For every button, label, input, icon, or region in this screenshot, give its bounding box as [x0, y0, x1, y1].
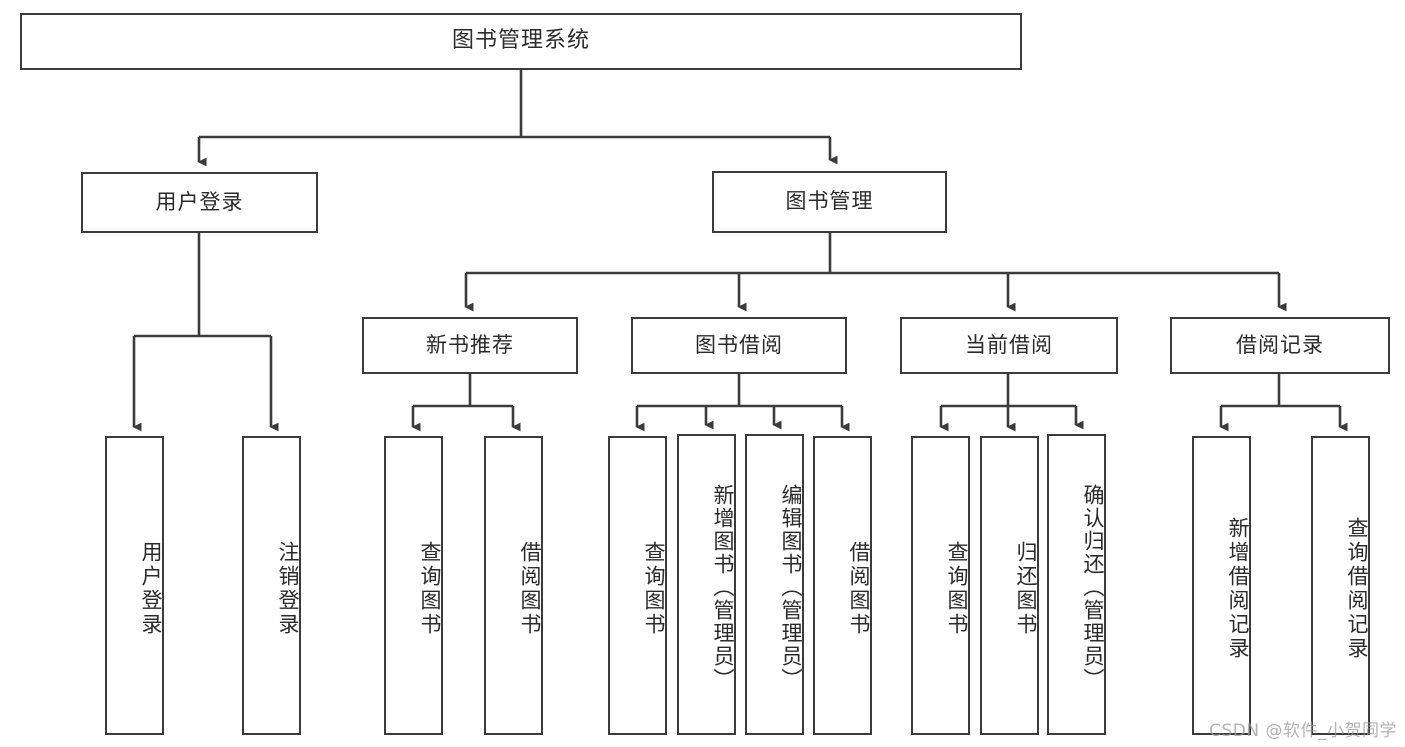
leaf-query-book-current[interactable]: 查询图书 [911, 436, 970, 735]
node-label: 新增借阅记录 [1226, 516, 1250, 661]
leaf-query-book-borrow[interactable]: 查询图书 [608, 436, 667, 735]
node-label: 图书管理 [785, 189, 874, 214]
node-label: 新书推荐 [426, 332, 514, 357]
node-label: 图书借阅 [695, 332, 783, 357]
node-new-book-recommend[interactable]: 新书推荐 [362, 317, 578, 374]
node-label: 编辑图书（管理员） [779, 484, 803, 691]
node-label: 注销登录 [276, 540, 300, 637]
node-label: 确认归还（管理员） [1081, 484, 1105, 691]
leaf-edit-book-admin[interactable]: 编辑图书（管理员） [745, 434, 804, 735]
node-label: 查询图书 [945, 540, 969, 637]
node-label: 借阅记录 [1236, 332, 1324, 357]
node-user-login[interactable]: 用户登录 [81, 172, 318, 233]
node-label: 用户登录 [155, 189, 244, 214]
node-label: 查询图书 [642, 540, 666, 637]
node-label: 归还图书 [1014, 540, 1038, 637]
leaf-borrow-book-recommend[interactable]: 借阅图书 [484, 436, 543, 735]
leaf-query-book-recommend[interactable]: 查询图书 [384, 436, 443, 735]
node-label: 图书管理系统 [451, 28, 590, 54]
node-book-borrow[interactable]: 图书借阅 [631, 317, 847, 374]
node-label: 借阅图书 [518, 540, 542, 637]
leaf-return-book[interactable]: 归还图书 [980, 436, 1039, 735]
leaf-borrow-book[interactable]: 借阅图书 [813, 436, 872, 735]
leaf-user-logout[interactable]: 注销登录 [242, 436, 301, 735]
node-root-system[interactable]: 图书管理系统 [20, 13, 1022, 70]
csdn-watermark: CSDN @软件_小贺同学 [1209, 721, 1397, 741]
leaf-add-book-admin[interactable]: 新增图书（管理员） [677, 434, 736, 735]
node-label: 当前借阅 [965, 332, 1053, 357]
leaf-confirm-return-admin[interactable]: 确认归还（管理员） [1047, 434, 1106, 735]
node-label: 查询图书 [418, 540, 442, 637]
node-label: 用户登录 [139, 540, 163, 637]
leaf-user-login[interactable]: 用户登录 [105, 436, 164, 735]
node-borrow-record[interactable]: 借阅记录 [1170, 317, 1390, 374]
node-label: 新增图书（管理员） [711, 484, 735, 691]
node-label: 查询借阅记录 [1345, 516, 1369, 661]
node-book-management[interactable]: 图书管理 [712, 171, 947, 233]
node-current-borrow[interactable]: 当前借阅 [900, 317, 1118, 374]
leaf-query-borrow-record[interactable]: 查询借阅记录 [1311, 436, 1370, 735]
node-label: 借阅图书 [847, 540, 871, 637]
leaf-add-borrow-record[interactable]: 新增借阅记录 [1192, 436, 1251, 735]
